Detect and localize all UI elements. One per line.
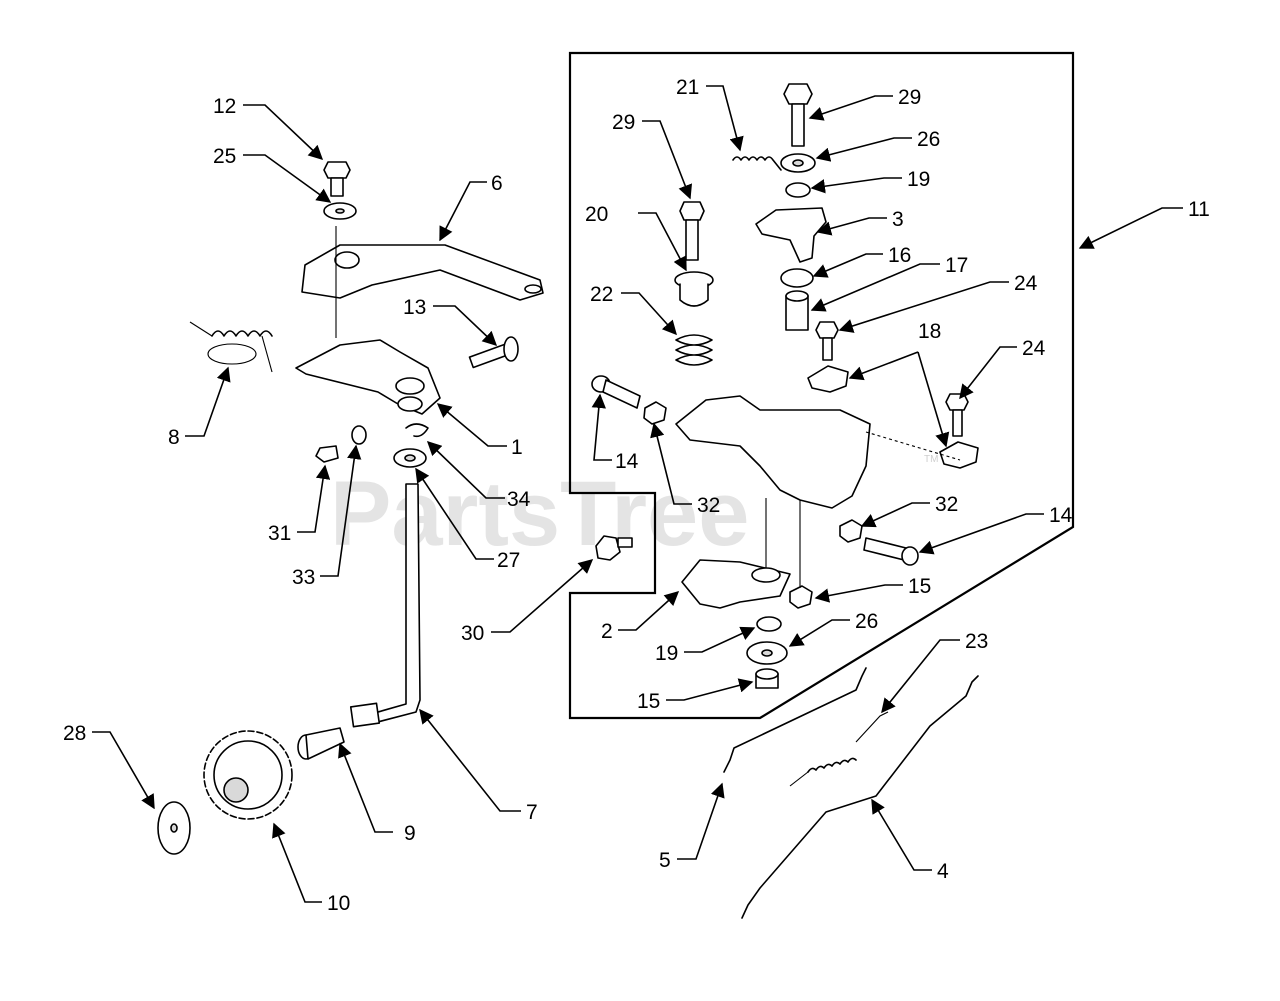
part-24-bolt-left xyxy=(815,321,839,361)
callout-23: 23 xyxy=(965,630,988,653)
callout-29-left: 29 xyxy=(612,111,635,134)
part-32-nut-left xyxy=(643,401,667,425)
part-1-bracket xyxy=(295,339,441,415)
part-15-nut-upper xyxy=(789,585,813,609)
watermark-trademark: TM xyxy=(924,454,938,465)
callout-29-right: 29 xyxy=(898,86,921,109)
callout-33: 33 xyxy=(292,566,315,589)
callout-labels: 12 25 6 8 13 1 34 31 33 27 30 7 9 28 10 … xyxy=(63,76,1210,915)
callout-24-upper: 24 xyxy=(1014,272,1038,295)
part-14-bolt-left xyxy=(591,375,641,409)
callout-22: 22 xyxy=(590,283,613,306)
callout-26-lower: 26 xyxy=(855,610,878,633)
part-18-clamp-lower xyxy=(939,441,979,469)
watermark: PartsTree TM xyxy=(330,454,938,565)
callout-1: 1 xyxy=(511,436,523,459)
callout-24-lower: 24 xyxy=(1022,337,1046,360)
callout-8: 8 xyxy=(168,426,180,449)
callout-32-right: 32 xyxy=(935,493,958,516)
callout-12: 12 xyxy=(213,95,236,118)
control-plate xyxy=(675,395,871,509)
callout-31: 31 xyxy=(268,522,291,545)
part-31-nut xyxy=(315,445,339,463)
callout-19-upper: 19 xyxy=(907,168,930,191)
part-9-pin xyxy=(297,727,345,760)
part-19-washer-lower xyxy=(756,616,782,632)
part-29-bolt-left xyxy=(679,201,705,261)
part-12-bolt xyxy=(323,161,351,197)
callout-20: 20 xyxy=(585,203,608,226)
part-29-bolt-right xyxy=(783,83,813,147)
part-26-washer-lower xyxy=(746,641,788,665)
watermark-text: PartsTree xyxy=(330,463,749,565)
callout-7: 7 xyxy=(526,801,538,824)
part-24-bolt-right xyxy=(945,393,969,437)
callout-3: 3 xyxy=(892,208,904,231)
part-6-lever xyxy=(301,226,544,338)
callout-2: 2 xyxy=(601,620,613,643)
part-13-bolt xyxy=(468,336,519,369)
part-2-bracket xyxy=(681,498,791,609)
part-8-spring xyxy=(189,321,273,373)
callout-15-upper: 15 xyxy=(908,575,931,598)
part-30-bolt xyxy=(595,535,633,561)
callout-5: 5 xyxy=(659,849,671,872)
callout-11: 11 xyxy=(1188,198,1210,221)
control-plate-dashline xyxy=(865,431,961,461)
part-3-bracket xyxy=(755,207,827,263)
callout-19-lower: 19 xyxy=(655,642,678,665)
part-7-shaft xyxy=(349,483,421,728)
leader-lines xyxy=(92,85,1183,903)
part-14-bolt-right xyxy=(863,537,919,566)
callout-21: 21 xyxy=(676,76,699,99)
callout-6: 6 xyxy=(491,172,503,195)
callout-30: 30 xyxy=(461,622,484,645)
part-33-washer xyxy=(351,425,367,445)
part-23-spring xyxy=(789,711,889,787)
part-17-spacer xyxy=(785,290,809,331)
part-22-spring xyxy=(675,334,713,366)
part-32-nut-right xyxy=(839,519,863,543)
subassembly-outline xyxy=(568,51,1075,720)
part-5-rod xyxy=(723,667,867,773)
part-25-washer xyxy=(323,202,357,220)
callout-14-left: 14 xyxy=(615,450,639,473)
part-20-bushing xyxy=(674,271,714,307)
callout-32-left: 32 xyxy=(697,494,720,517)
callout-10: 10 xyxy=(327,892,350,915)
callout-16: 16 xyxy=(888,244,911,267)
part-19-washer xyxy=(785,182,811,198)
part-16-washer xyxy=(780,268,814,288)
callout-27: 27 xyxy=(497,549,520,572)
callout-25: 25 xyxy=(213,145,236,168)
part-28-disc xyxy=(157,801,191,855)
part-34-clip xyxy=(405,423,429,438)
part-10-gear xyxy=(203,730,293,820)
callout-17: 17 xyxy=(945,254,968,277)
callout-13: 13 xyxy=(403,296,426,319)
part-27-washer xyxy=(393,448,427,468)
callout-28: 28 xyxy=(63,722,86,745)
part-21-spring xyxy=(732,156,782,171)
callout-15-lower: 15 xyxy=(637,690,660,713)
callout-14-right: 14 xyxy=(1049,504,1073,527)
part-15-spacer-lower xyxy=(755,668,779,689)
part-26-washer xyxy=(780,153,816,173)
part-4-rod xyxy=(741,675,979,919)
callout-9: 9 xyxy=(404,822,416,845)
callout-4: 4 xyxy=(937,860,949,883)
callout-34: 34 xyxy=(507,488,531,511)
callout-18: 18 xyxy=(918,320,941,343)
part-18-clamp-upper xyxy=(807,365,849,393)
callout-26-upper: 26 xyxy=(917,128,940,151)
